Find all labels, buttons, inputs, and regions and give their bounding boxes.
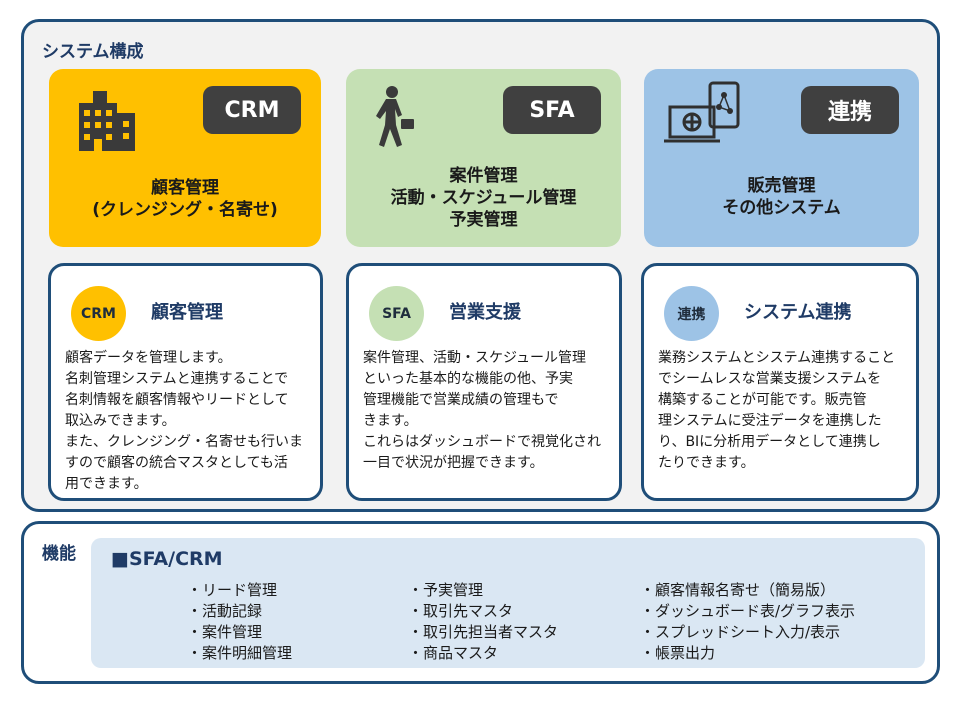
description-line: きます。	[363, 413, 418, 429]
sfa-description-heading: 営業支援	[449, 302, 521, 323]
description-line: 名刺情報を顧客情報やリードとして	[65, 392, 289, 408]
sfa-badge: SFA	[369, 286, 424, 341]
description-line: 構築することが可能です。販売管	[658, 392, 867, 408]
link-description-card: 連携 システム連携 業務システムとシステム連携すること でシームレスな営業支援シ…	[641, 263, 919, 501]
link-description-heading: システム連携	[744, 302, 852, 323]
function-item: ・案件明細管理	[187, 644, 293, 662]
function-item: ・帳票出力	[640, 644, 716, 662]
businessman-icon	[376, 86, 414, 147]
sfa-summary-box: SFA 案件管理 活動・スケジュール管理 予実管理	[346, 69, 621, 247]
crm-summary-box: CRM 顧客管理 (クレンジング・名寄せ)	[49, 69, 321, 247]
crm-description-heading: 顧客管理	[151, 302, 223, 323]
sfa-summary-line: 予実管理	[449, 210, 518, 230]
description-line: 一目で状況が把握できます。	[363, 455, 544, 471]
crm-badge: CRM	[71, 286, 126, 341]
link-tag: 連携	[801, 86, 899, 134]
link-summary-box: 連携 販売管理 その他システム	[644, 69, 919, 247]
functions-heading: ■SFA/CRM	[111, 548, 223, 570]
sfa-tag: SFA	[503, 86, 601, 134]
sfa-description-body: 案件管理、活動・スケジュール管理 といった基本的な機能の他、予実 管理機能で営業…	[363, 348, 609, 474]
description-line: といった基本的な機能の他、予実	[363, 371, 573, 387]
function-item: ・取引先マスタ	[408, 602, 514, 620]
link-summary-line: その他システム	[722, 198, 841, 218]
functions-column: ・顧客情報名寄せ（簡易版） ・ダッシュボード表/グラフ表示 ・スプレッドシート入…	[640, 580, 855, 664]
functions-title: 機能	[42, 544, 76, 564]
link-badge: 連携	[664, 286, 719, 341]
function-item: ・活動記録	[187, 602, 263, 620]
system-architecture-panel: システム構成 CRM 顧客管理 (クレンジング・名寄せ)	[21, 19, 940, 512]
description-line: たりできます。	[658, 455, 755, 471]
devices-network-icon	[664, 81, 740, 143]
crm-summary-line: 顧客管理	[151, 178, 219, 198]
function-item: ・予実管理	[408, 581, 484, 599]
description-line: 案件管理、活動・スケジュール管理	[363, 350, 587, 366]
sfa-description-card: SFA 営業支援 案件管理、活動・スケジュール管理 といった基本的な機能の他、予…	[346, 263, 622, 501]
description-line: 用できます。	[65, 476, 148, 492]
sfa-summary-text: 案件管理 活動・スケジュール管理 予実管理	[346, 165, 621, 231]
function-item: ・取引先担当者マスタ	[408, 623, 559, 641]
description-line: り、BIに分析用データとして連携し	[658, 434, 881, 450]
description-line: すので顧客の統合マスタとしても活	[65, 455, 288, 471]
function-item: ・商品マスタ	[408, 644, 499, 662]
sfa-summary-line: 活動・スケジュール管理	[390, 188, 577, 208]
crm-summary-text: 顧客管理 (クレンジング・名寄せ)	[49, 177, 321, 221]
description-line: 名刺管理システムと連携することで	[65, 371, 289, 387]
function-item: ・案件管理	[187, 623, 263, 641]
description-line: でシームレスな営業支援システムを	[658, 371, 882, 387]
link-summary-text: 販売管理 その他システム	[644, 175, 919, 219]
function-item: ・ダッシュボード表/グラフ表示	[640, 602, 856, 620]
description-line: 業務システムとシステム連携すること	[658, 350, 896, 366]
system-architecture-title: システム構成	[42, 42, 144, 62]
function-item: ・スプレッドシート入力/表示	[640, 623, 841, 641]
functions-list-box: ■SFA/CRM ・リード管理 ・活動記録 ・案件管理 ・案件明細管理 ・予実管…	[91, 538, 925, 668]
description-line: これらはダッシュボードで視覚化され	[363, 434, 601, 450]
functions-column: ・リード管理 ・活動記録 ・案件管理 ・案件明細管理	[187, 580, 292, 664]
crm-description-body: 顧客データを管理します。 名刺管理システムと連携することで 名刺情報を顧客情報や…	[65, 348, 310, 495]
crm-tag: CRM	[203, 86, 301, 134]
function-item: ・顧客情報名寄せ（簡易版）	[640, 581, 836, 599]
building-icon	[79, 91, 135, 151]
functions-column: ・予実管理 ・取引先マスタ ・取引先担当者マスタ ・商品マスタ	[408, 580, 558, 664]
description-line: 顧客データを管理します。	[65, 350, 232, 366]
functions-panel: 機能 ■SFA/CRM ・リード管理 ・活動記録 ・案件管理 ・案件明細管理 ・…	[21, 521, 940, 684]
sfa-summary-line: 案件管理	[449, 166, 518, 186]
function-item: ・リード管理	[187, 581, 278, 599]
description-line: また、クレンジング・名寄せも行いま	[65, 434, 303, 450]
description-line: 取込みできます。	[65, 413, 176, 429]
crm-summary-line: (クレンジング・名寄せ)	[92, 200, 278, 220]
description-line: 理システムに受注データを連携した	[658, 413, 882, 429]
description-line: 管理機能で営業成績の管理もで	[363, 392, 559, 408]
link-summary-line: 販売管理	[747, 176, 816, 196]
link-description-body: 業務システムとシステム連携すること でシームレスな営業支援システムを 構築するこ…	[658, 348, 906, 474]
crm-description-card: CRM 顧客管理 顧客データを管理します。 名刺管理システムと連携することで 名…	[48, 263, 323, 501]
